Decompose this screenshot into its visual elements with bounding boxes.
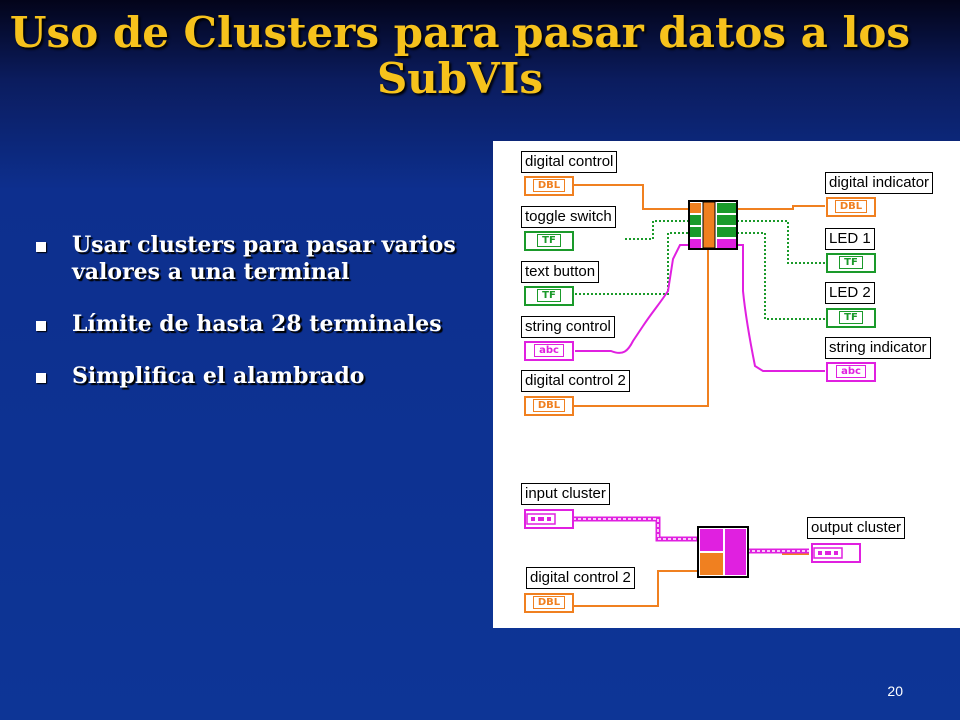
cluster-node (697, 526, 749, 578)
cluster-wires-inner (573, 518, 809, 552)
cluster-terminal-icon (524, 509, 574, 529)
bullet-item: Usar clusters para pasar varios valores … (32, 232, 487, 286)
bullet-item: Límite de hasta 28 terminales (32, 311, 487, 338)
cluster-glyph-icon (526, 513, 556, 525)
tf-terminal-icon: TF (524, 231, 574, 251)
title-line-2: SubVIs (376, 54, 544, 103)
block-diagram-image: digital control DBL toggle switch TF tex… (493, 141, 960, 628)
label-string-control: string control (521, 316, 615, 338)
string-terminal-icon: abc (826, 362, 876, 382)
slide-title: Uso de Clusters para pasar datos a los S… (0, 10, 920, 102)
cluster-terminal-icon (811, 543, 861, 563)
bullet-square-icon (36, 242, 46, 252)
cluster-wires-outer (573, 516, 809, 554)
dbl-terminal-icon: DBL (826, 197, 876, 217)
bullet-item: Simplifica el alambrado (32, 363, 487, 390)
bundle-node (688, 200, 738, 250)
string-wires (575, 244, 825, 372)
dbl-terminal-icon: DBL (524, 593, 574, 613)
title-line-1: Uso de Clusters para pasar datos a los (9, 8, 911, 57)
cluster-glyph-icon (813, 547, 843, 559)
tf-terminal-icon: TF (826, 308, 876, 328)
label-digital-control-2-bottom: digital control 2 (526, 567, 635, 589)
boolean-wires (575, 220, 825, 320)
bullet-text: Usar clusters para pasar varios valores … (72, 232, 456, 285)
page-number: 20 (887, 683, 903, 699)
label-input-cluster: input cluster (521, 483, 610, 505)
tf-terminal-icon: TF (826, 253, 876, 273)
bullet-text: Simplifica el alambrado (72, 363, 365, 389)
label-digital-control-2: digital control 2 (521, 370, 630, 392)
dbl-terminal-icon: DBL (524, 176, 574, 196)
tf-terminal-icon: TF (524, 286, 574, 306)
string-terminal-icon: abc (524, 341, 574, 361)
label-led-2: LED 2 (825, 282, 875, 304)
bullet-square-icon (36, 321, 46, 331)
dbl-terminal-icon: DBL (524, 396, 574, 416)
label-digital-indicator: digital indicator (825, 172, 934, 194)
bullet-square-icon (36, 373, 46, 383)
label-string-indicator: string indicator (825, 337, 931, 359)
bullet-text: Límite de hasta 28 terminales (72, 311, 442, 337)
label-led-1: LED 1 (825, 228, 875, 250)
bullet-list: Usar clusters para pasar varios valores … (32, 232, 487, 415)
label-digital-control: digital control (521, 151, 618, 173)
wires-svg (573, 184, 825, 607)
label-output-cluster: output cluster (807, 517, 906, 539)
label-toggle-switch: toggle switch (521, 206, 616, 228)
label-text-button: text button (521, 261, 600, 283)
